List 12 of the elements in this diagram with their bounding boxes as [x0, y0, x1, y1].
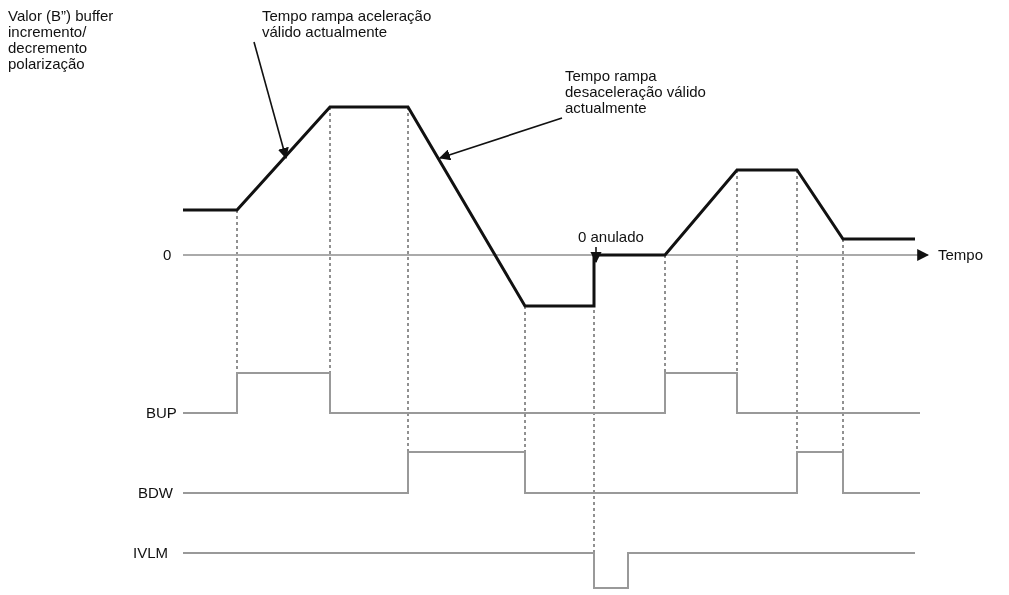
axis-label: Tempo: [938, 247, 984, 263]
signal-name: BDW: [138, 485, 173, 501]
callout-text: 0 anulado: [578, 229, 668, 245]
signal-name: BUP: [146, 405, 177, 421]
callout-text: Tempo rampa desaceleração válido actualmente: [565, 68, 725, 116]
axis-label: 0: [163, 247, 172, 263]
callout-text: Valor (B”) buffer incremento/ decremento polarização: [8, 8, 128, 72]
leader-arrow: [438, 117, 563, 161]
callout-text: Tempo rampa aceleração válido actualmente: [262, 8, 447, 40]
leader-arrow: [253, 41, 289, 160]
signal-name: IVLM: [133, 545, 168, 561]
leader-arrow: [590, 246, 602, 264]
